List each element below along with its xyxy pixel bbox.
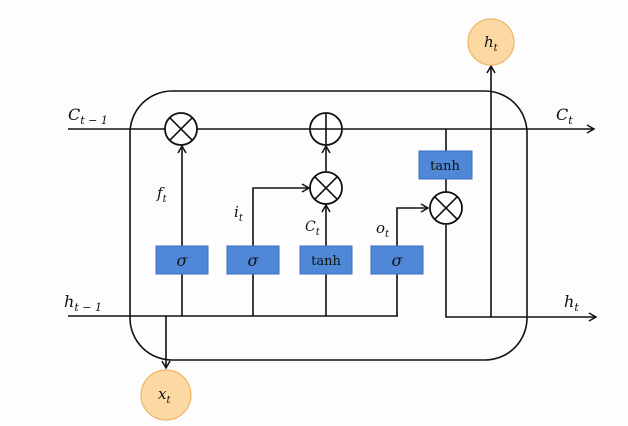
output-gate-path xyxy=(396,203,430,316)
candidate-label: Ct xyxy=(305,219,321,238)
candidate-gate: tanh xyxy=(299,245,353,275)
cell-tanh-label: tanh xyxy=(430,159,460,174)
output-gate: σ xyxy=(370,245,424,275)
input-label: it xyxy=(234,203,244,224)
output-multiply-icon xyxy=(429,191,463,225)
candidate-gate-label: tanh xyxy=(311,254,341,269)
h-prev-label: ht − 1 xyxy=(64,292,102,314)
c-next-label: Ct xyxy=(556,105,573,127)
svg-text:ht: ht xyxy=(484,33,499,54)
h-next-label: ht xyxy=(564,292,579,314)
forget-gate-label: σ xyxy=(177,251,189,270)
cell-tanh: tanh xyxy=(418,150,473,180)
h-output-node: ht xyxy=(467,18,515,66)
forget-gate: σ xyxy=(155,245,209,275)
svg-text:xt: xt xyxy=(158,385,171,406)
output-label: ot xyxy=(376,219,390,240)
input-gate-label: σ xyxy=(248,251,260,270)
add-icon xyxy=(309,112,343,146)
hidden-output-line xyxy=(445,225,598,322)
c-prev-label: Ct − 1 xyxy=(68,105,108,127)
output-gate-label: σ xyxy=(392,251,404,270)
input-gate: σ xyxy=(226,245,280,275)
input-multiply-icon xyxy=(309,171,343,205)
forget-label: ft xyxy=(156,184,168,205)
x-input-node: xt xyxy=(140,369,192,421)
cell-boundary xyxy=(129,90,528,361)
forget-multiply-icon xyxy=(164,112,198,146)
